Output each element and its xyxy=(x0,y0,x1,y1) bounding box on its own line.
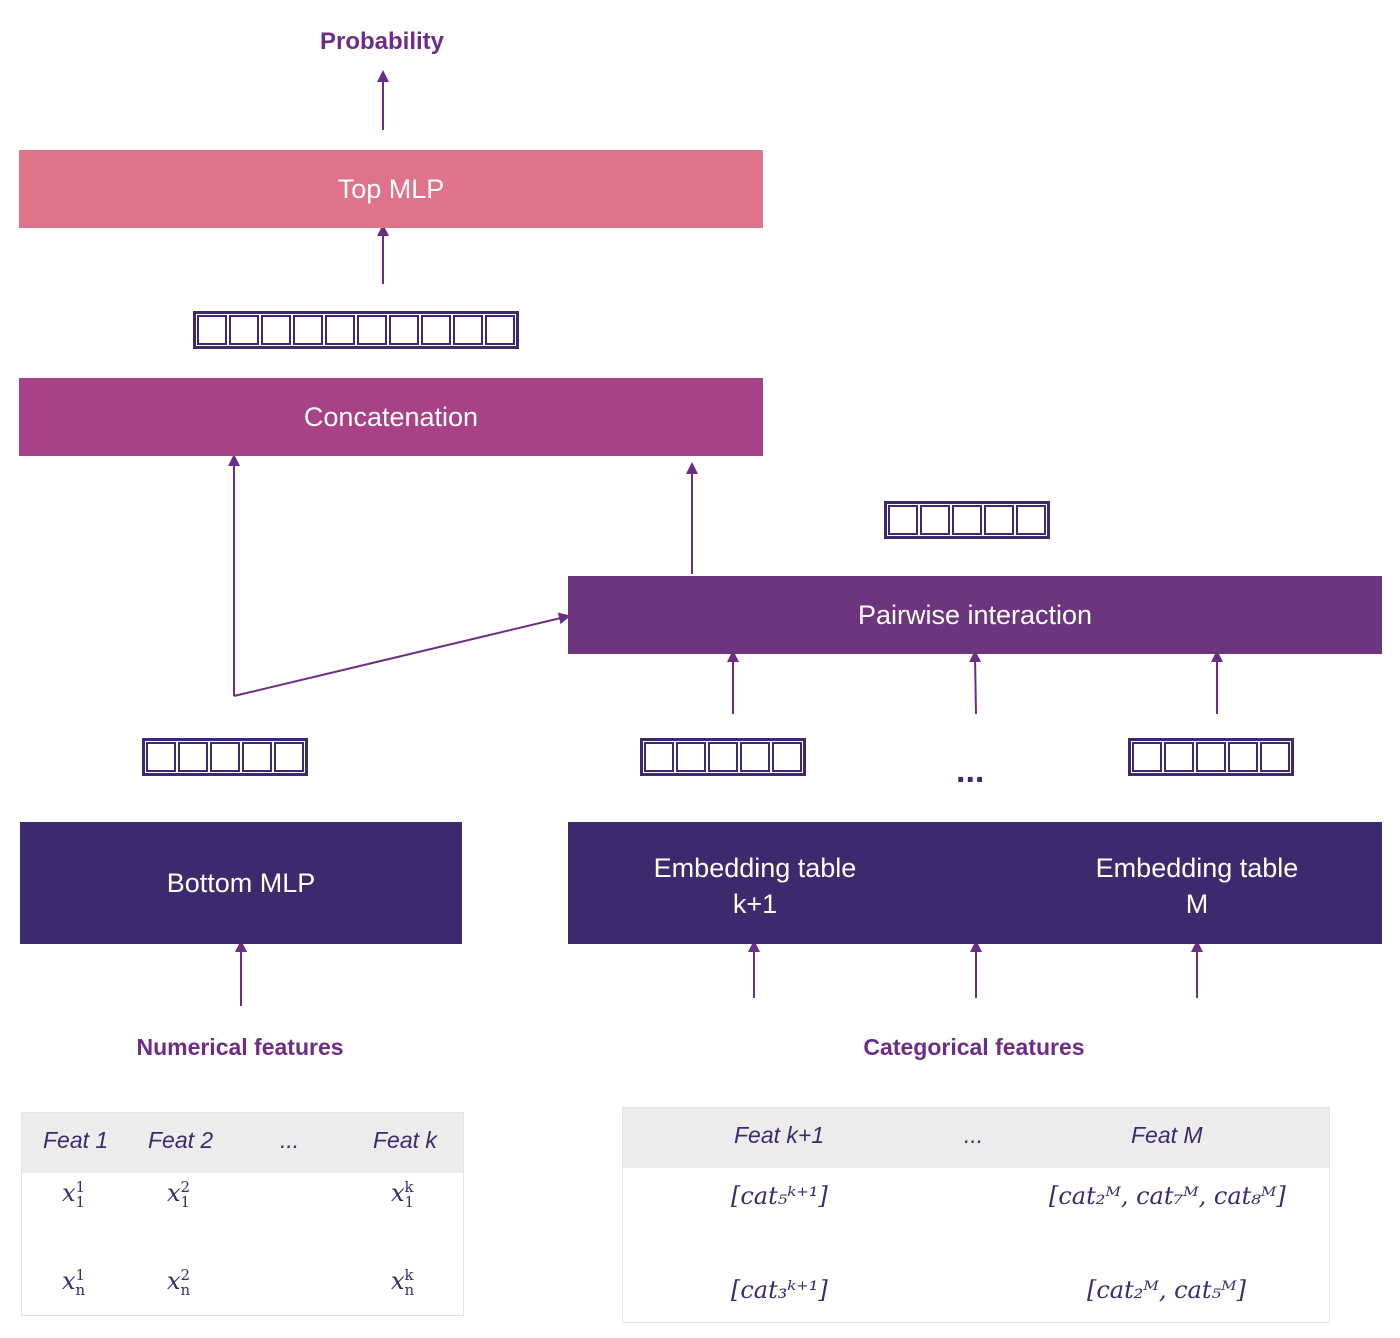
embedding-table-m-line2: M xyxy=(1185,889,1209,919)
concatenation-box: Concatenation xyxy=(19,378,763,456)
header-cell: Feat 2 xyxy=(148,1127,214,1153)
categorical-features-table: Feat k+1 ... Feat M [cat₅ᵏ⁺¹] [cat₂ᴹ, ca… xyxy=(622,1107,1330,1323)
embedding-table-k1-line1: Embedding table xyxy=(653,853,857,883)
cat-cell-r2-left: [cat₃ᵏ⁺¹] xyxy=(731,1276,828,1304)
embedding-vector-m xyxy=(1128,738,1294,776)
header-cell: Feat 1 xyxy=(43,1127,109,1153)
arrow-bottom-to-pairwise xyxy=(233,612,571,697)
pairwise-interaction-box: Pairwise interaction xyxy=(568,576,1382,654)
categorical-table-header: Feat k+1 ... Feat M xyxy=(623,1108,1329,1168)
probability-label: Probability xyxy=(319,28,445,55)
vectors-ellipsis: ... xyxy=(956,752,985,790)
numerical-features-label: Numerical features xyxy=(136,1034,344,1060)
cat-cell-r1-right: [cat₂ᴹ, cat₇ᴹ, cat₈ᴹ] xyxy=(1049,1182,1286,1210)
embedding-table-m-line1: Embedding table xyxy=(1095,853,1299,883)
numerical-table-header: Feat 1 Feat 2 ... Feat k xyxy=(22,1113,463,1173)
embedding-vector-k1 xyxy=(640,738,806,776)
header-cell: Feat k xyxy=(373,1127,437,1153)
arrow-emb2-to-pairwise xyxy=(969,650,982,715)
embedding-table-m: Embedding table M xyxy=(1050,850,1344,922)
cat-cell-r1-left: [cat₅ᵏ⁺¹] xyxy=(731,1182,828,1210)
pairwise-interaction-label: Pairwise interaction xyxy=(857,599,1093,630)
header-cell: Feat M xyxy=(1131,1122,1203,1148)
header-cell: ... xyxy=(964,1122,984,1148)
cat-cell-r2-right: [cat₂ᴹ, cat₅ᴹ] xyxy=(1087,1276,1246,1304)
embedding-table-k1: Embedding table k+1 xyxy=(608,850,902,922)
top-mlp-box: Top MLP xyxy=(19,150,763,228)
embedding-tables-box: Embedding table k+1 Embedding table M xyxy=(568,822,1382,944)
concatenation-label: Concatenation xyxy=(303,401,479,432)
bottom-mlp-box: Bottom MLP xyxy=(20,822,462,944)
embedding-table-k1-line2: k+1 xyxy=(732,889,778,919)
top-mlp-label: Top MLP xyxy=(337,173,445,204)
bottom-mlp-output-vector xyxy=(142,738,308,776)
header-cell: ... xyxy=(280,1127,300,1153)
concat-output-vector xyxy=(193,311,519,349)
header-cell: Feat k+1 xyxy=(734,1122,825,1148)
pairwise-output-vector xyxy=(884,501,1050,539)
bottom-mlp-label: Bottom MLP xyxy=(166,867,316,898)
categorical-features-label: Categorical features xyxy=(863,1034,1085,1060)
